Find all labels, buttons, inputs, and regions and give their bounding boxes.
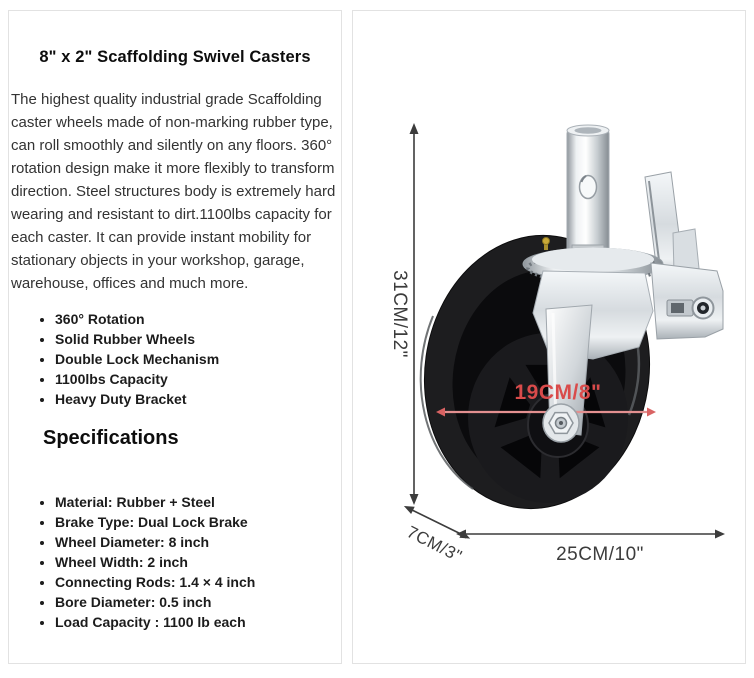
feature-item: Heavy Duty Bracket xyxy=(55,389,341,409)
wheel-diameter-label: 19CM/8" xyxy=(515,381,602,404)
product-image-panel: 19CM/8" 31CM/12" 7CM/3" 25C xyxy=(352,10,746,664)
product-description-panel: 8" x 2" Scaffolding Swivel Casters The h… xyxy=(8,10,342,664)
spec-item: Wheel Diameter: 8 inch xyxy=(55,532,341,552)
swivel-plate xyxy=(522,237,664,284)
feature-list: 360° Rotation Solid Rubber Wheels Double… xyxy=(9,309,341,409)
specifications-heading: Specifications xyxy=(43,427,179,449)
feature-item: 1100lbs Capacity xyxy=(55,369,341,389)
grease-fitting xyxy=(542,237,550,245)
stem-bore-hole xyxy=(578,174,598,200)
product-title: 8" x 2" Scaffolding Swivel Casters xyxy=(39,48,311,66)
caster-fork xyxy=(532,270,654,436)
height-dimension: 31CM/12" xyxy=(389,123,419,505)
brake-housing xyxy=(650,262,724,340)
height-dimension-label: 31CM/12" xyxy=(389,270,410,358)
feature-item: Solid Rubber Wheels xyxy=(55,329,341,349)
spec-item: Wheel Width: 2 inch xyxy=(55,552,341,572)
spec-item: Load Capacity : 1100 lb each xyxy=(55,612,341,632)
side-width-dimension: 7CM/3" xyxy=(404,506,471,566)
product-description: The highest quality industrial grade Sca… xyxy=(11,91,336,292)
feature-item: 360° Rotation xyxy=(55,309,341,329)
spec-item: Bore Diameter: 0.5 inch xyxy=(55,592,341,612)
side-width-label: 7CM/3" xyxy=(404,522,465,566)
feature-item: Double Lock Mechanism xyxy=(55,349,341,369)
spec-item: Material: Rubber + Steel xyxy=(55,492,341,512)
length-dimension-label: 25CM/10" xyxy=(556,544,644,565)
spec-item: Connecting Rods: 1.4 × 4 inch xyxy=(55,572,341,592)
spec-item: Brake Type: Dual Lock Brake xyxy=(55,512,341,532)
spec-list: Material: Rubber + Steel Brake Type: Dua… xyxy=(9,492,341,632)
length-dimension: 25CM/10" xyxy=(456,529,725,565)
caster-dimension-diagram: 19CM/8" 31CM/12" 7CM/3" 25C xyxy=(389,123,725,566)
axle-nut xyxy=(542,403,580,443)
caster-stem xyxy=(566,124,610,258)
